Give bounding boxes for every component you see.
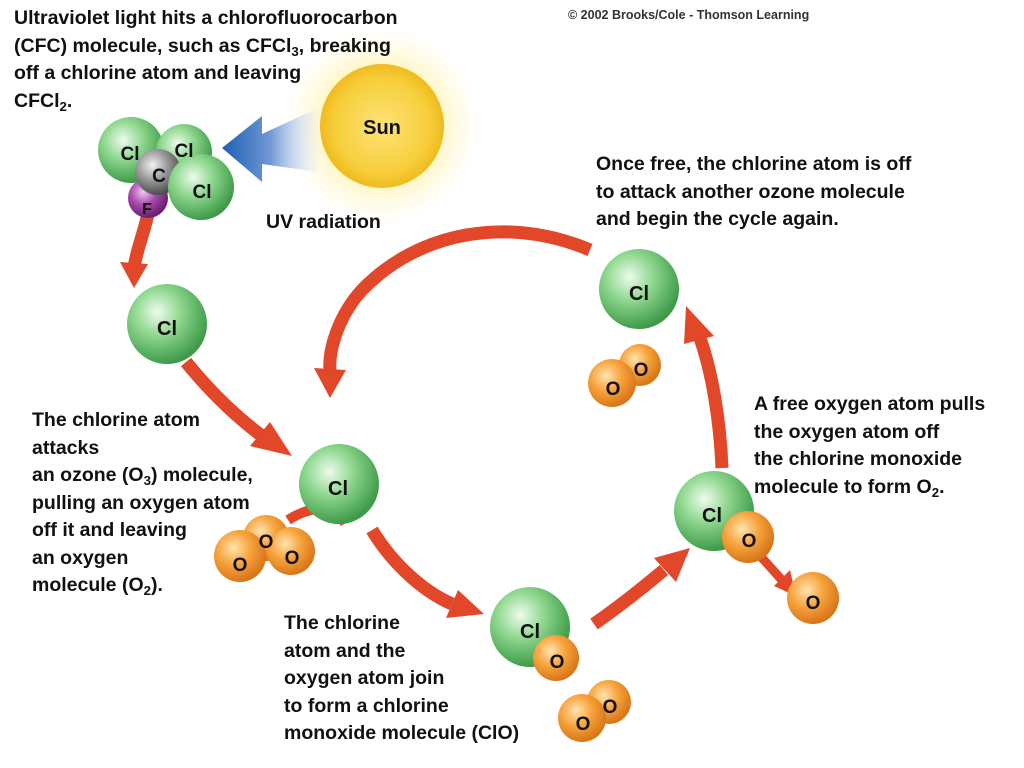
clo-right-oxygen-atom <box>722 511 774 563</box>
arrow-attack-to-clo <box>366 526 455 610</box>
arrow-pull-to-free-head <box>684 306 714 344</box>
ozone-o-label-3: O <box>285 548 300 569</box>
arrow-clo-to-pull <box>590 565 669 630</box>
ozone-molecule: O O O <box>214 515 315 582</box>
copyright-credit: © 2002 Brooks/Cole - Thomson Learning <box>568 8 810 22</box>
chlorine-atom-free-again <box>599 249 679 329</box>
sun <box>320 64 444 188</box>
free-oxygen-atom <box>787 572 839 624</box>
text-chlorine-attacks-ozone: The chlorine atom attacks an ozone (O3) … <box>32 409 253 598</box>
arrow-cl-to-attack-head <box>250 422 292 456</box>
arrow-oxygen-off <box>756 552 786 584</box>
cfc-f-label: F <box>142 201 152 218</box>
arrow-cfc-to-cl-head <box>120 262 148 288</box>
clo-right-cl-label: Cl <box>702 505 722 527</box>
cfc-cl-label-3: Cl <box>193 182 212 203</box>
o2-right-o-label-1: O <box>634 360 649 381</box>
ozone-oxygen-atom-2 <box>214 530 266 582</box>
text-chlorine-monoxide-forms: The chlorine atom and the oxygen atom jo… <box>284 612 520 744</box>
o2-right-atom-2 <box>588 359 636 407</box>
clo-oxygen-atom <box>533 635 579 681</box>
text-uv-hits-cfc: Ultraviolet light hits a chlorofluorocar… <box>14 7 398 114</box>
arrow-attack-to-clo-head <box>446 590 484 618</box>
arrow-cfc-to-cl <box>127 212 155 269</box>
chlorine-atom-attacking <box>299 444 379 524</box>
ozone-o-label-2: O <box>233 555 248 576</box>
cfc-cl-label-1: Cl <box>121 144 140 165</box>
free-oxygen-label: O <box>806 593 821 614</box>
arrow-cl-to-attack <box>180 357 266 442</box>
sun-label: Sun <box>363 117 401 139</box>
arrow-pull-to-free <box>693 335 729 469</box>
cfc-c-label: C <box>152 166 166 187</box>
chlorine-free-again-label: Cl <box>629 283 649 305</box>
uv-radiation-label: UV radiation <box>266 211 381 233</box>
o2-right-o-label-2: O <box>606 379 621 400</box>
arrow-cycle-return <box>323 225 593 373</box>
chlorine-monoxide-molecule: Cl O <box>490 587 579 681</box>
clo-cl-label: Cl <box>520 621 540 643</box>
text-chlorine-free-again: Once free, the chlorine atom is off to a… <box>596 153 912 230</box>
arrow-clo-to-pull-head <box>654 548 690 582</box>
chlorine-atom-released <box>127 284 207 364</box>
chlorine-released-label: Cl <box>157 318 177 340</box>
uv-radiation-arrow <box>222 108 318 182</box>
cfc-chlorine-atom-3 <box>168 154 234 220</box>
text-oxygen-pulls-off: A free oxygen atom pulls the oxygen atom… <box>754 393 986 500</box>
arrow-cycle-return-head <box>314 368 346 398</box>
oxygen-molecule-right: O O <box>588 344 661 407</box>
cfc-cl-label-2: Cl <box>175 141 194 162</box>
chlorine-attacking-label: Cl <box>328 478 348 500</box>
ozone-o-label-1: O <box>259 532 274 553</box>
o2-bottom-atom-2 <box>558 694 606 742</box>
oxygen-molecule-bottom: O O <box>558 680 631 742</box>
chlorine-monoxide-right: Cl O <box>674 471 774 563</box>
clo-o-label: O <box>550 652 565 673</box>
cfc-molecule: Cl Cl C Cl F <box>98 117 234 220</box>
clo-right-o-label: O <box>742 531 757 552</box>
ozone-oxygen-atom-3 <box>267 527 315 575</box>
o2-bottom-o-label-1: O <box>603 697 618 718</box>
o2-bottom-o-label-2: O <box>576 714 591 735</box>
